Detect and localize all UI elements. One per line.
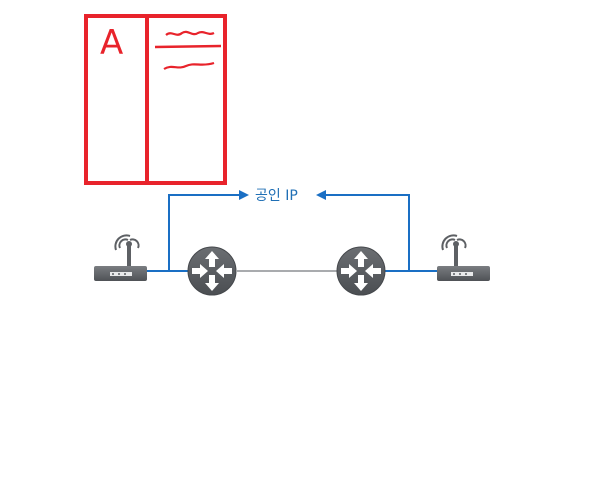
router-icon — [336, 246, 386, 296]
sketch-letter: A — [100, 23, 123, 63]
sketch-outer-border — [84, 14, 227, 185]
right-arrow-path — [316, 190, 410, 271]
sketch-scribble-2 — [163, 61, 215, 70]
sketch-box: A — [84, 14, 227, 185]
public-ip-label: 공인 IP — [255, 188, 298, 204]
sketch-scribble-1 — [165, 30, 215, 36]
wireless-router-icon — [94, 234, 147, 281]
sketch-underline — [154, 44, 222, 49]
router-icon — [187, 246, 237, 296]
left-arrow-path — [168, 190, 249, 271]
wireless-router-icon — [437, 234, 490, 281]
